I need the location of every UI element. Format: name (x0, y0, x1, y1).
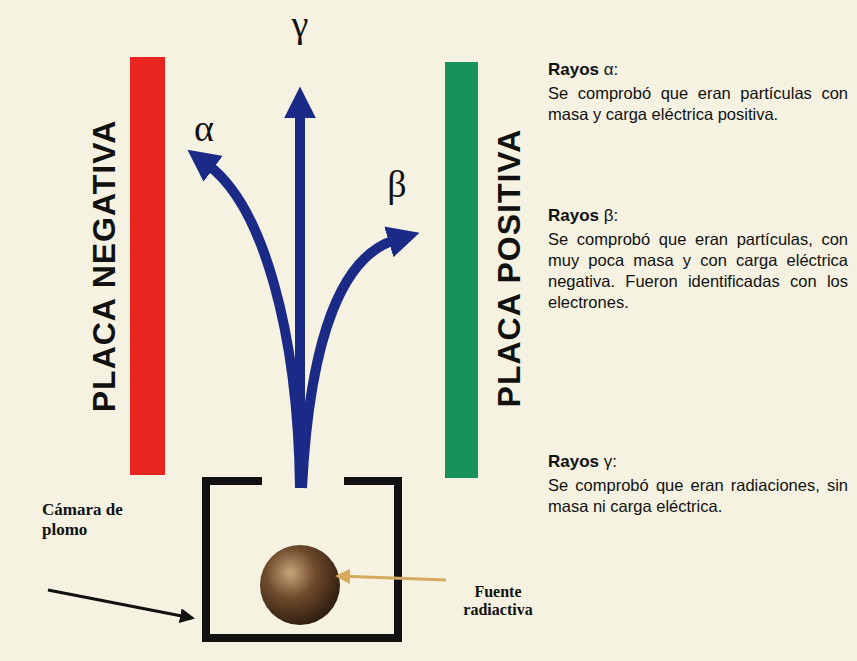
plate-label: PLACA NEGATIVA (86, 120, 123, 413)
ray-heading: Rayos α: (548, 60, 848, 80)
negative-plate (130, 57, 165, 475)
beta-ray (302, 240, 395, 488)
positive-plate (445, 62, 478, 478)
lead-chamber (206, 481, 398, 638)
alpha-ray (208, 165, 300, 488)
radioactive-source (260, 545, 340, 625)
plate-label: PLACA POSITIVA (491, 129, 528, 408)
ray-description: Se comprobó que eran partículas, con muy… (548, 229, 848, 313)
callout-label: Cámara de plomo (42, 500, 142, 540)
ray-symbol: β (387, 162, 406, 206)
ray-symbol: γ (292, 2, 309, 46)
callout-label: Fuente radiactiva (448, 583, 548, 619)
ray-description: Se comprobó que eran partículas con masa… (548, 83, 848, 125)
leader-line (338, 576, 446, 580)
ray-heading: Rayos γ: (548, 452, 848, 472)
leader-line (48, 590, 192, 618)
ray-symbol: α (194, 106, 214, 150)
ray-heading: Rayos β: (548, 206, 848, 226)
ray-description: Se comprobó que eran radiaciones, sin ma… (548, 475, 848, 517)
